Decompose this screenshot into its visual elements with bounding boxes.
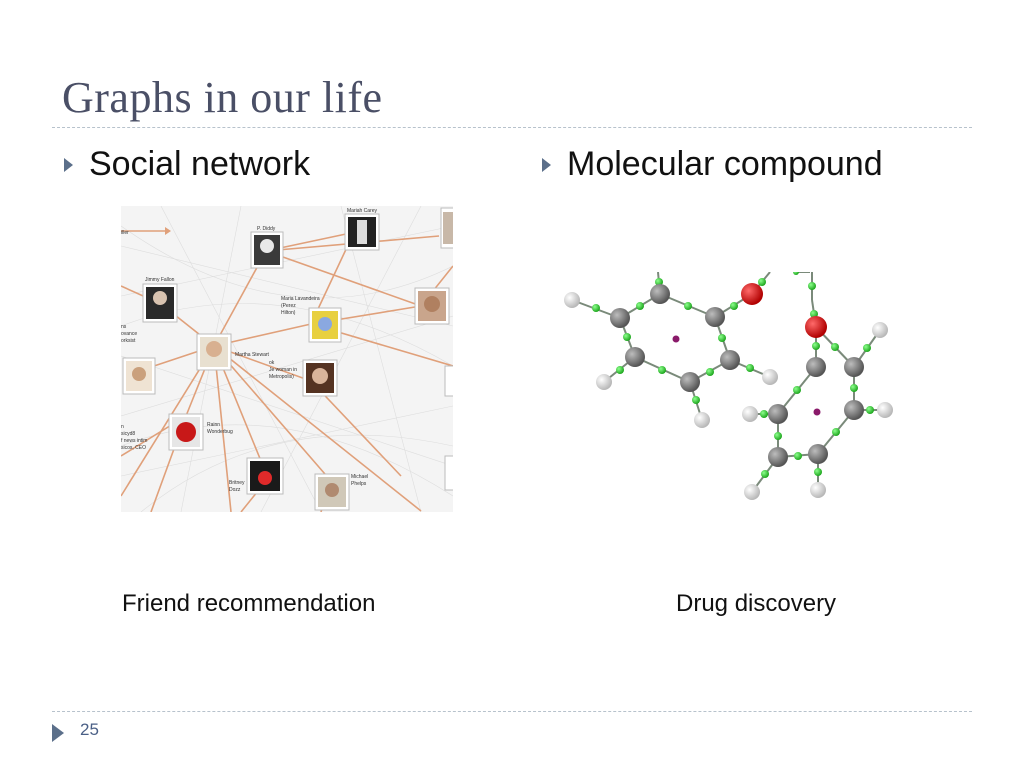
node-label: Martha Stewart [235,352,270,358]
node-label: Phelps [351,481,367,487]
node-label: f news intim [121,438,147,444]
bullet-molecular-compound: Molecular compound [542,145,883,184]
slide-title: Graphs in our life [62,73,383,122]
bullet-arrow-icon [542,157,551,172]
node-label: orksist [121,338,136,344]
social-node-labels: iller P. Diddy Mariah Carey Jimmy Fallon… [121,208,378,493]
node-label: P. Diddy [257,226,276,232]
footer-arrow-icon [52,724,64,742]
bullet-social-network: Social network [64,145,310,184]
node-label: Wonderbug [207,429,233,435]
node-label: Maria Lavandeira [281,296,320,302]
node-label: ok [269,360,275,366]
node-label: Metropolis) [269,374,294,380]
node-label: Mariah Carey [347,208,378,214]
bullet-arrow-icon [64,157,73,172]
node-label: Dozz [229,487,241,493]
molecule-image [560,269,910,512]
node-label: Rainn [207,422,220,428]
slide-number: 25 [80,720,99,739]
node-label: iller [121,230,129,236]
bullet-molecular-compound-text: Molecular compound [567,145,883,183]
node-label: Hilton) [281,310,296,316]
social-network-image: iller P. Diddy Mariah Carey Jimmy Fallon… [121,206,453,512]
node-label: sicos, CEO [121,445,146,451]
node-label: Jimmy Fallon [145,277,175,283]
caption-friend-recommendation: Friend recommendation [122,590,376,617]
node-label: ns [121,324,127,330]
caption-drug-discovery: Drug discovery [676,590,837,617]
social-nodes [122,207,453,511]
node-label: ovance [121,331,137,337]
social-network-graph: iller P. Diddy Mariah Carey Jimmy Fallon… [121,206,453,512]
bullet-social-network-text: Social network [89,145,311,183]
node-label: Michael [351,474,368,480]
title-divider [52,127,972,128]
molecule-structure [564,269,893,500]
node-label: sicyd8 [121,431,135,437]
node-label: Je woman in [269,367,297,373]
node-label: n [121,424,124,430]
node-label: (Perez [281,303,296,309]
footer-divider [52,711,972,712]
node-label: Britney [229,480,245,486]
